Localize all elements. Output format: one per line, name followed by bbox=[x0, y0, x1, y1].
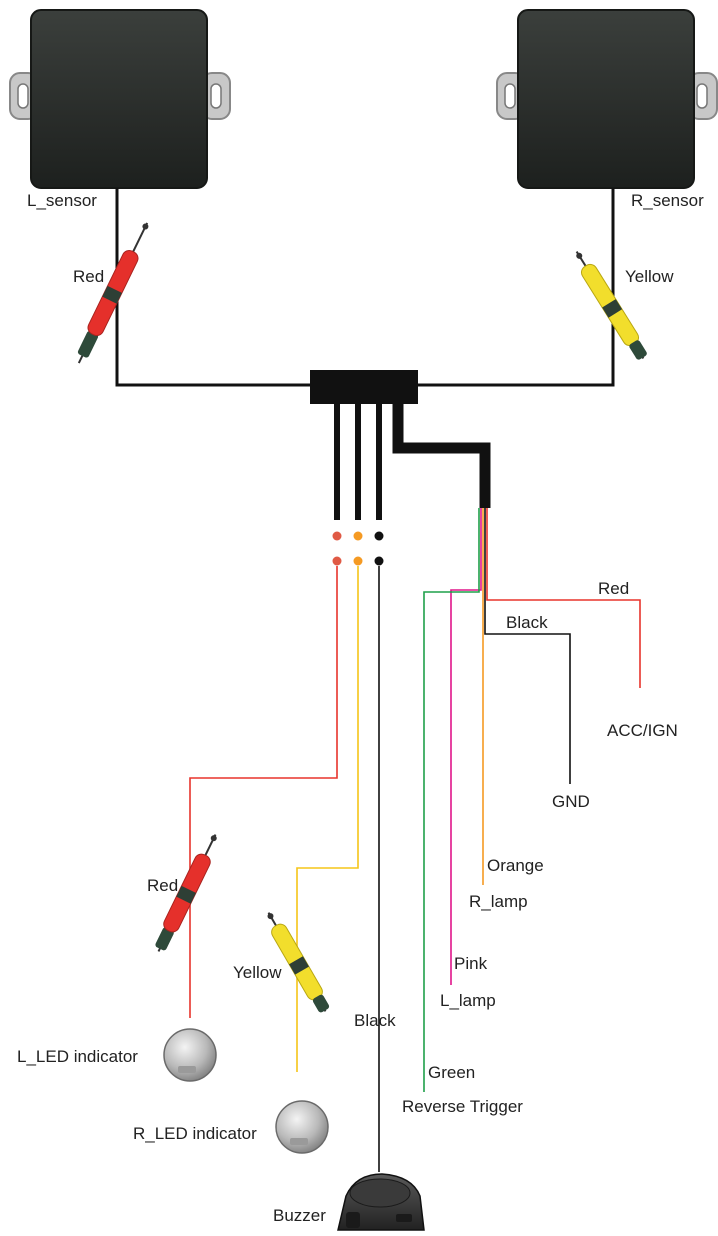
wire-green-reverse bbox=[423, 508, 480, 1092]
l-lamp-label: L_lamp bbox=[440, 991, 496, 1010]
buzzer-device bbox=[337, 1173, 425, 1231]
wire-yellow-rled bbox=[296, 566, 359, 1072]
wire-black-gnd bbox=[484, 508, 571, 784]
red-connector-top bbox=[77, 222, 149, 364]
right-sensor-wire bbox=[418, 188, 615, 387]
yellow-top-label: Yellow bbox=[625, 267, 674, 286]
red-power-label: Red bbox=[598, 579, 629, 598]
connector-block bbox=[310, 370, 418, 404]
black-buzzer-label: Black bbox=[354, 1011, 396, 1030]
right-sensor bbox=[496, 9, 718, 189]
wire-red-acc bbox=[486, 508, 641, 688]
left-sensor-wire bbox=[115, 188, 310, 387]
yellow-connector-led bbox=[267, 912, 330, 1013]
red-top-label: Red bbox=[73, 267, 104, 286]
black-power-label: Black bbox=[506, 613, 548, 632]
pink-label: Pink bbox=[454, 954, 488, 973]
connector-legs bbox=[334, 404, 382, 520]
left-sensor bbox=[9, 9, 231, 189]
buzzer-label: Buzzer bbox=[273, 1206, 326, 1225]
gnd-label: GND bbox=[552, 792, 590, 811]
l-sensor-label: L_sensor bbox=[27, 191, 97, 210]
pin-connectors bbox=[332, 531, 384, 566]
red-connector-led bbox=[155, 834, 217, 952]
r-led-indicator bbox=[275, 1100, 329, 1154]
power-cable bbox=[392, 404, 491, 508]
green-label: Green bbox=[428, 1063, 475, 1082]
reverse-trigger-label: Reverse Trigger bbox=[402, 1097, 523, 1116]
l-led-label: L_LED indicator bbox=[17, 1047, 138, 1066]
r-sensor-label: R_sensor bbox=[631, 191, 704, 210]
orange-label: Orange bbox=[487, 856, 544, 875]
r-led-label: R_LED indicator bbox=[133, 1124, 257, 1143]
acc-ign-label: ACC/IGN bbox=[607, 721, 678, 740]
l-led-indicator bbox=[163, 1028, 217, 1082]
wire-pink-llamp bbox=[450, 508, 482, 985]
red-led-label: Red bbox=[147, 876, 178, 895]
r-lamp-label: R_lamp bbox=[469, 892, 528, 911]
yellow-connector-top bbox=[575, 251, 647, 360]
yellow-led-label: Yellow bbox=[233, 963, 282, 982]
wire-red-lled bbox=[189, 566, 338, 1018]
